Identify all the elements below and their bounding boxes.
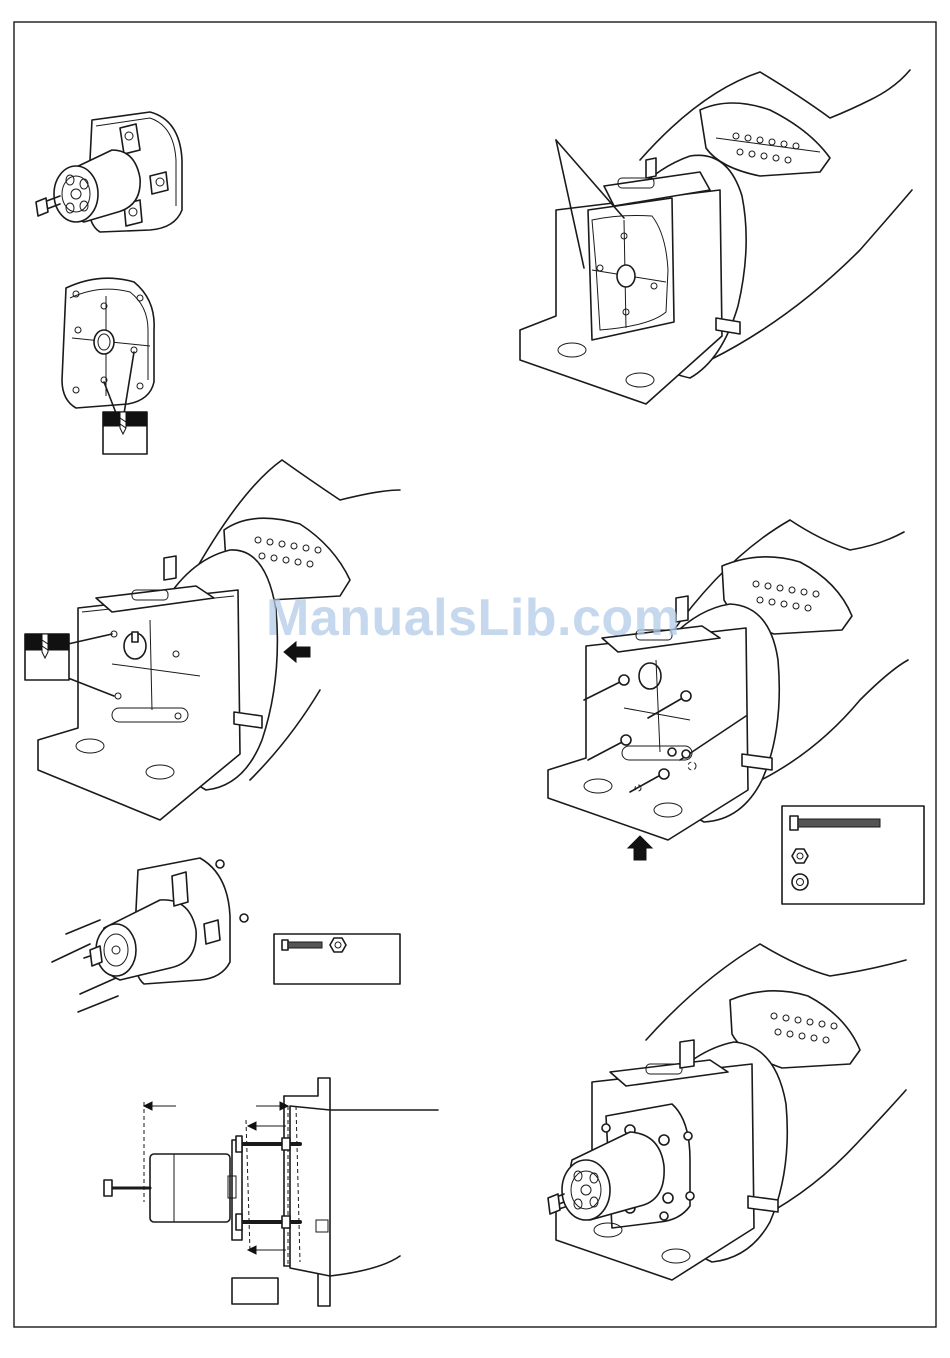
arrow-icon — [284, 642, 310, 662]
bolt-icon — [282, 940, 322, 950]
washer-icon — [792, 874, 808, 890]
firewall-marks-illustration — [520, 70, 912, 404]
firewall-drill-illustration — [38, 460, 400, 820]
label-box — [232, 1278, 278, 1304]
drill-bit-icon — [25, 634, 69, 680]
hex-nut-icon — [330, 938, 346, 952]
hex-nut-icon — [792, 849, 808, 863]
firewall-bolt-illustration — [548, 520, 908, 840]
side-view-illustration — [104, 1078, 438, 1306]
arrow-icon — [628, 836, 652, 860]
hardware-legend-box — [274, 934, 400, 984]
hardware-legend-box — [782, 806, 924, 904]
motor-bolt-illustration — [52, 858, 248, 1012]
mount-plate-drill-illustration — [62, 278, 154, 426]
motor-mount-illustration — [36, 112, 182, 232]
final-assembly-illustration — [548, 944, 906, 1280]
drill-bit-icon — [103, 412, 147, 454]
